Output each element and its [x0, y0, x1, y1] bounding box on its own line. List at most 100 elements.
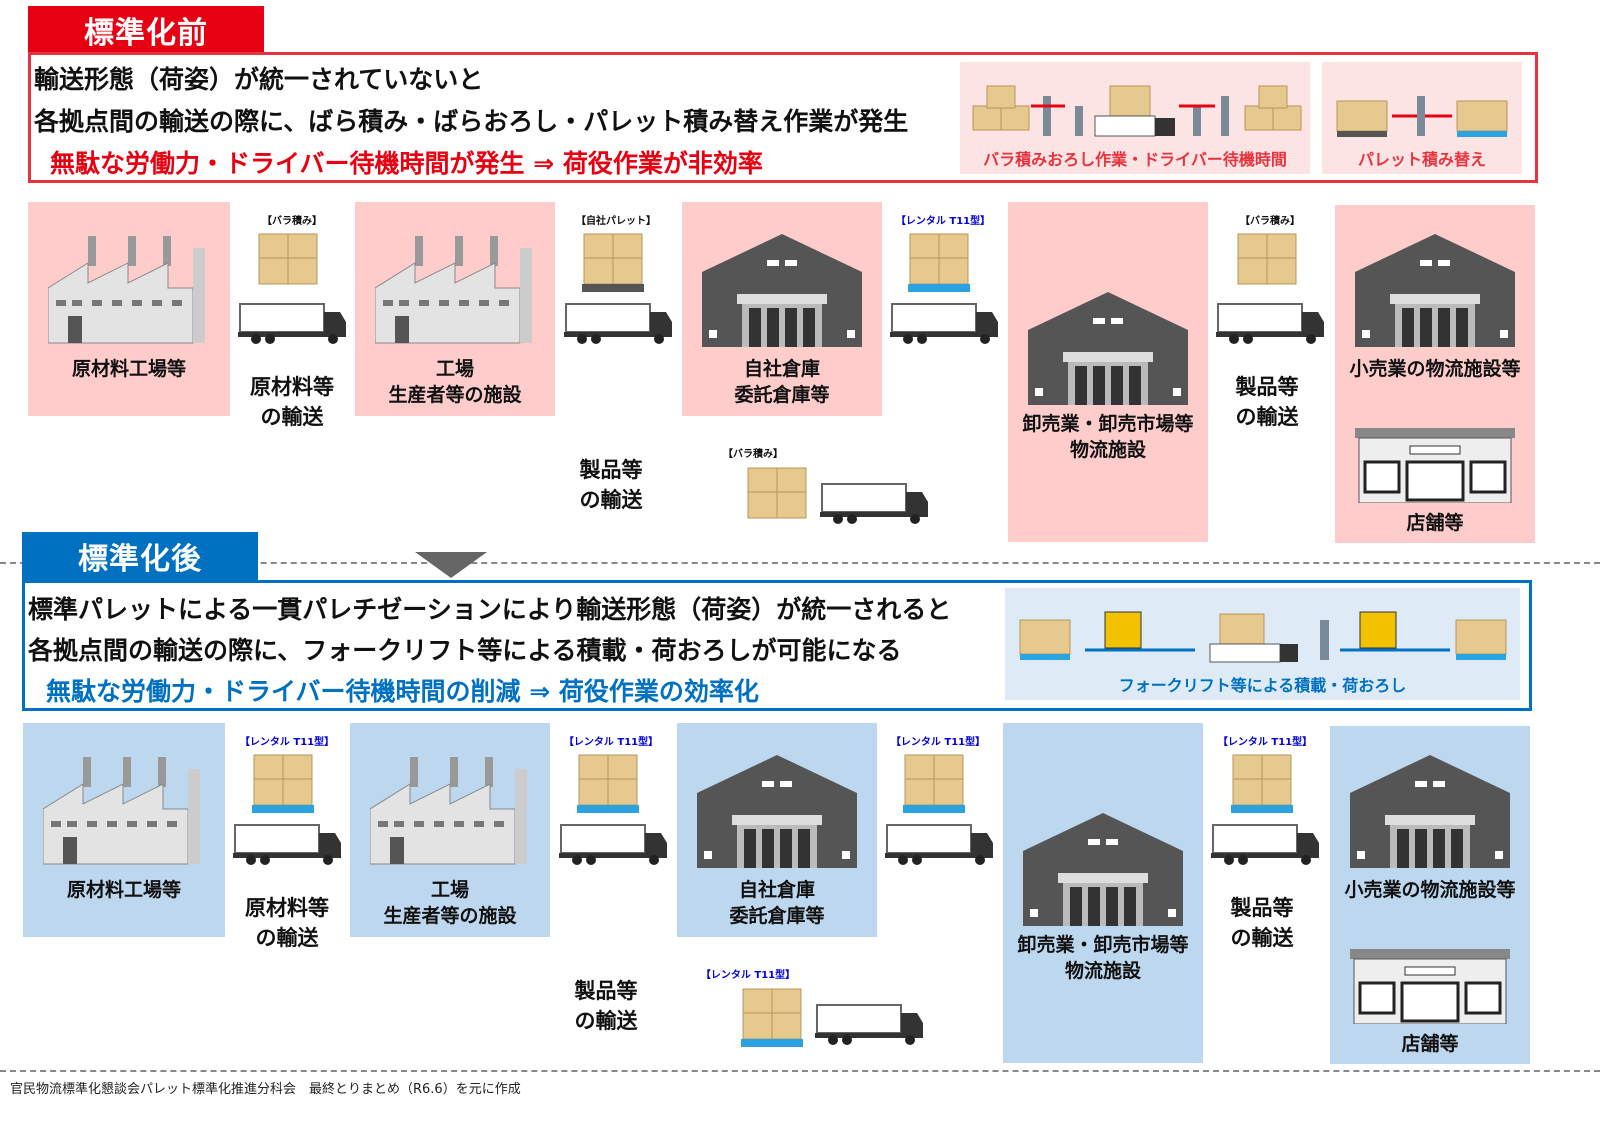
- before-summary-box: [28, 52, 1538, 183]
- truck-icon: [1216, 300, 1326, 349]
- truck-icon: [238, 300, 348, 349]
- before-line-3: 無駄な労働力・ドライバー待機時間が発生 ⇒ 荷役作業が非効率: [50, 149, 763, 178]
- before-line-2: 各拠点間の輸送の際に、ばら積み・ばらおろし・パレット積み替え作業が発生: [34, 107, 909, 136]
- truck-icon: [820, 480, 930, 529]
- factory-icon: [369, 749, 530, 873]
- label-product-transport-direct: 製品等の輸送: [546, 976, 666, 1036]
- truck-icon: [233, 821, 343, 870]
- warehouse-icon: [697, 232, 867, 356]
- pallet-box-icon: [580, 228, 646, 298]
- truck-icon: [1211, 821, 1321, 870]
- pallet-box-icon: [906, 228, 972, 298]
- pallet-box-icon: [250, 749, 316, 819]
- label-product-transport-text: の輸送: [1235, 405, 1299, 429]
- box-icon: [744, 462, 810, 532]
- load-type-label: 【レンタル T11型】: [1217, 737, 1313, 748]
- label-raw-factory: 原材料工場等: [28, 356, 230, 382]
- before-line-1: 輸送形態（荷姿）が統一されていないと: [34, 65, 484, 94]
- label-product-transport-text: 製品等: [1230, 896, 1294, 920]
- label-own-warehouse: 自社倉庫委託倉庫等: [682, 356, 882, 408]
- load-type-label: 【レンタル T11型】: [563, 737, 659, 748]
- label-raw-transport-text: の輸送: [260, 405, 324, 429]
- label-raw-transport: 原材料等の輸送: [227, 893, 347, 953]
- label-factory: 工場生産者等の施設: [355, 356, 555, 408]
- repallet-illustration: [1336, 96, 1508, 137]
- truck-icon: [564, 300, 674, 349]
- factory-icon: [47, 228, 208, 352]
- load-type-label: 【バラ積み】: [723, 449, 783, 460]
- footer-divider: [0, 1070, 1600, 1072]
- pallet-box-icon: [575, 749, 641, 819]
- label-raw-factory-text: 原材料工場等: [66, 879, 181, 901]
- pallet-box-icon: [901, 749, 967, 819]
- label-wholesale-text: 卸売業・卸売市場等: [1017, 934, 1189, 956]
- label-product-transport-direct-text: の輸送: [579, 488, 643, 512]
- label-retail-dc-text: 小売業の物流施設等: [1344, 879, 1516, 901]
- before-header: 標準化前: [28, 6, 264, 54]
- load-type-label: 【自社パレット】: [576, 216, 656, 227]
- pallet-box-icon: [739, 983, 805, 1053]
- load-type-label: 【バラ積み】: [262, 216, 322, 227]
- warehouse-icon: [1018, 811, 1188, 935]
- load-type-label: 【レンタル T11型】: [239, 737, 335, 748]
- truck-icon: [885, 821, 995, 870]
- load-type-label: 【バラ積み】: [1240, 216, 1300, 227]
- label-own-warehouse-text: 委託倉庫等: [734, 384, 830, 406]
- warehouse-icon: [1350, 232, 1520, 356]
- label-wholesale: 卸売業・卸売市場等物流施設: [1003, 932, 1203, 984]
- label-factory-text: 工場: [430, 879, 469, 901]
- label-factory-text: 生産者等の施設: [388, 384, 522, 406]
- after-line-1: 標準パレットによる一貫パレチゼーションにより輸送形態（荷姿）が統一されると: [28, 595, 952, 624]
- box-icon: [255, 228, 321, 298]
- load-type-label: 【レンタル T11型】: [895, 216, 991, 227]
- before-panel-repallet: パレット積み替え: [1322, 62, 1522, 174]
- label-product-transport-direct-text: 製品等: [579, 458, 643, 482]
- down-triangle-icon: [415, 552, 487, 578]
- source-note: 官民物流標準化懇談会パレット標準化推進分科会 最終とりまとめ（R6.6）を元に作…: [10, 1082, 521, 1097]
- label-product-transport-direct-text: の輸送: [574, 1009, 638, 1033]
- label-product-transport-direct: 製品等の輸送: [551, 455, 671, 515]
- warehouse-icon: [1345, 753, 1515, 877]
- before-panel-bulk: バラ積みおろし作業・ドライバー待機時間: [960, 62, 1310, 174]
- forklift-illustration: [1019, 611, 1507, 663]
- label-store-text: 店舗等: [1406, 512, 1464, 534]
- warehouse-icon: [692, 753, 862, 877]
- label-store: 店舗等: [1330, 1031, 1530, 1057]
- label-raw-factory: 原材料工場等: [23, 877, 225, 903]
- label-product-transport-text: 製品等: [1235, 375, 1299, 399]
- label-factory-text: 生産者等の施設: [383, 905, 517, 927]
- after-line-3: 無駄な労働力・ドライバー待機時間の削減 ⇒ 荷役作業の効率化: [46, 677, 759, 706]
- label-product-transport: 製品等の輸送: [1202, 893, 1322, 953]
- label-wholesale-text: 物流施設: [1069, 439, 1146, 461]
- load-type-label: 【レンタル T11型】: [890, 737, 986, 748]
- pallet-box-icon: [1229, 749, 1295, 819]
- label-own-warehouse-text: 自社倉庫: [743, 358, 820, 380]
- label-wholesale-text: 物流施設: [1064, 960, 1141, 982]
- factory-icon: [374, 228, 535, 352]
- store-icon: [1350, 949, 1510, 1028]
- bulk-handling-illustration: [972, 85, 1302, 137]
- label-raw-factory-text: 原材料工場等: [71, 358, 186, 380]
- after-panel-forklift-caption: フォークリフト等による積載・荷おろし: [1118, 676, 1407, 695]
- undefined: [0, 0, 1, 1]
- label-own-warehouse: 自社倉庫委託倉庫等: [677, 877, 877, 929]
- after-summary-box: [22, 580, 1532, 711]
- label-factory-text: 工場: [435, 358, 474, 380]
- label-raw-transport-text: 原材料等: [250, 375, 334, 399]
- label-raw-transport-text: の輸送: [255, 926, 319, 950]
- after-panel-forklift: フォークリフト等による積載・荷おろし: [1005, 588, 1520, 700]
- label-wholesale: 卸売業・卸売市場等物流施設: [1008, 411, 1208, 463]
- label-retail-dc: 小売業の物流施設等: [1330, 877, 1530, 903]
- after-line-2: 各拠点間の輸送の際に、フォークリフト等による積載・荷おろしが可能になる: [28, 636, 902, 665]
- label-own-warehouse-text: 委託倉庫等: [729, 905, 825, 927]
- after-header: 標準化後: [22, 532, 258, 580]
- label-factory: 工場生産者等の施設: [350, 877, 550, 929]
- label-own-warehouse-text: 自社倉庫: [738, 879, 815, 901]
- section-divider: [0, 562, 1600, 564]
- label-store-text: 店舗等: [1401, 1033, 1459, 1055]
- label-retail-dc: 小売業の物流施設等: [1335, 356, 1535, 382]
- label-wholesale-text: 卸売業・卸売市場等: [1022, 413, 1194, 435]
- store-icon: [1355, 428, 1515, 507]
- truck-icon: [815, 1001, 925, 1050]
- label-product-transport: 製品等の輸送: [1207, 372, 1327, 432]
